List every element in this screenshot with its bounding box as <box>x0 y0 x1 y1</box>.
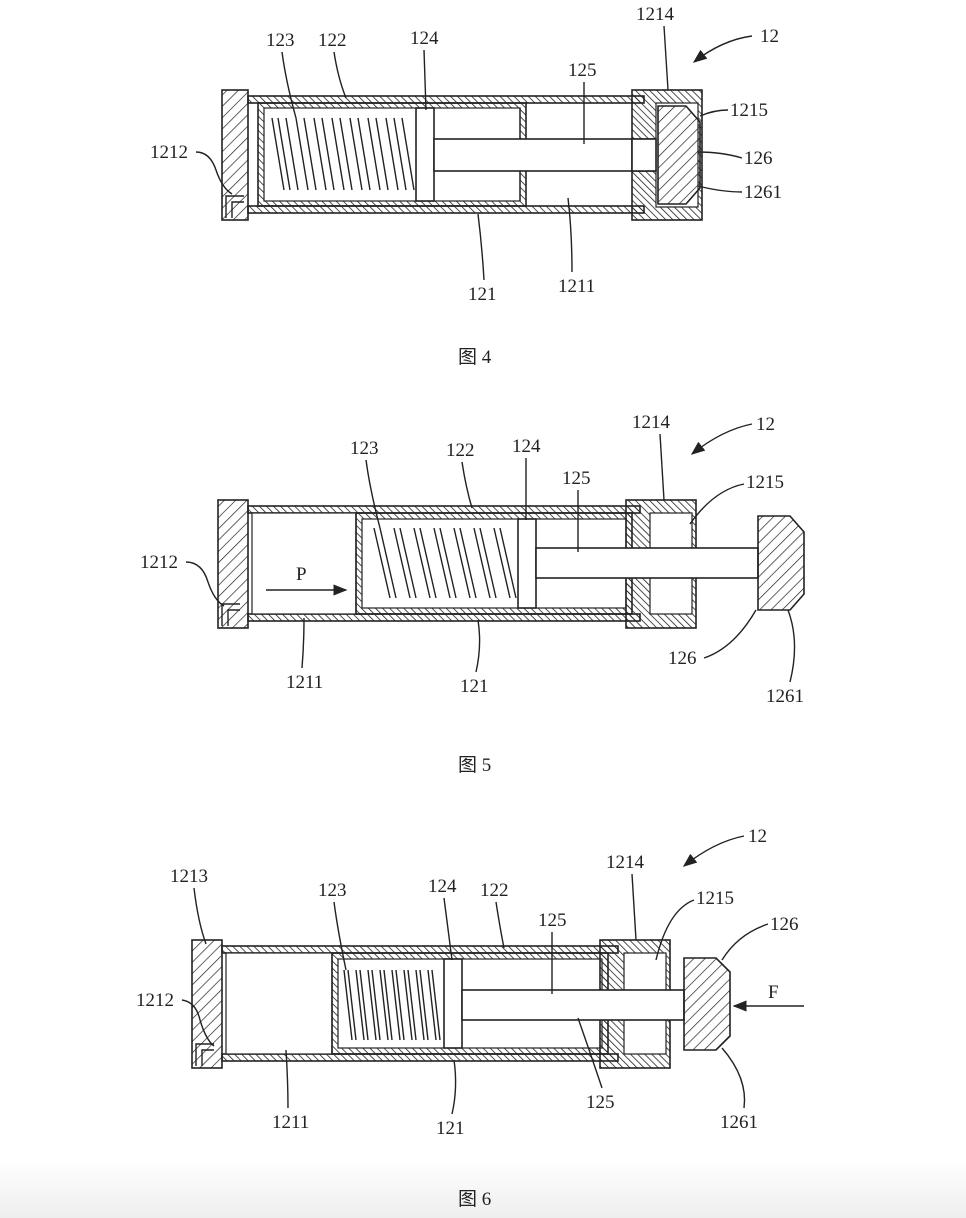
label-front-chamber: 1211 <box>558 276 595 297</box>
label-spring: 123 <box>266 30 295 51</box>
figure-caption: 图 6 <box>458 1189 492 1210</box>
label-head-chamfer: 1261 <box>720 1112 758 1133</box>
label-valve: 1212 <box>150 142 188 163</box>
label-end-sleeve: 1214 <box>606 852 645 873</box>
label-inner-tube: 122 <box>480 880 509 901</box>
valve-1212 <box>225 195 244 218</box>
label-sleeve-cavity: 1215 <box>746 472 784 493</box>
label-assembly: 12 <box>756 414 775 435</box>
label-head: 126 <box>668 648 697 669</box>
label-valve: 1212 <box>136 990 174 1011</box>
rod <box>535 547 759 579</box>
label-front-chamber: 1211 <box>286 672 323 693</box>
rod <box>461 989 685 1021</box>
label-inner-tube: 122 <box>446 440 475 461</box>
figure-6: F 12 1214 1213 123 124 122 125 1215 126 … <box>136 826 804 1139</box>
outer-tube-top-wall <box>221 945 619 954</box>
label-pressure: P <box>296 564 307 585</box>
spring <box>343 969 441 1041</box>
label-end-sleeve: 1214 <box>636 4 675 25</box>
outer-tube-bottom-wall <box>247 613 641 622</box>
label-end-cap: 1213 <box>170 866 208 887</box>
end-cap <box>217 499 249 629</box>
label-outer-tube: 121 <box>468 284 497 305</box>
rod <box>433 138 657 172</box>
label-piston: 124 <box>428 876 457 897</box>
label-rod: 125 <box>568 60 597 81</box>
figure-caption: 图 5 <box>458 755 492 776</box>
page-bottom-shade <box>0 1160 966 1218</box>
front-chamber <box>251 512 357 615</box>
figure-caption: 图 4 <box>458 347 492 368</box>
head <box>757 515 805 611</box>
piston <box>517 518 537 609</box>
outer-tube-top-wall <box>247 505 641 514</box>
label-spring: 123 <box>318 880 347 901</box>
spring <box>271 117 415 191</box>
figure-4: 12 1214 123 122 124 125 1215 126 1261 12… <box>150 4 782 305</box>
label-piston: 124 <box>512 436 541 457</box>
label-assembly: 12 <box>760 26 779 47</box>
valve-1212 <box>195 1043 214 1066</box>
label-head: 126 <box>744 148 773 169</box>
label-inner-tube: 122 <box>318 30 347 51</box>
label-valve: 1212 <box>140 552 178 573</box>
label-outer-tube: 121 <box>460 676 489 697</box>
label-assembly: 12 <box>748 826 767 847</box>
label-head: 126 <box>770 914 799 935</box>
label-rod-lower: 125 <box>586 1092 615 1113</box>
label-rod: 125 <box>562 468 591 489</box>
label-front-chamber: 1211 <box>272 1112 309 1133</box>
label-end-sleeve: 1214 <box>632 412 671 433</box>
piston <box>443 958 463 1049</box>
head <box>657 105 701 205</box>
label-head-chamfer: 1261 <box>766 686 804 707</box>
label-sleeve-cavity: 1215 <box>696 888 734 909</box>
label-force: F <box>768 982 779 1003</box>
figure-5: P 12 1214 123 122 124 125 1215 1212 1211… <box>140 412 805 707</box>
label-sleeve-cavity: 1215 <box>730 100 768 121</box>
label-piston: 124 <box>410 28 439 49</box>
head <box>683 957 731 1051</box>
front-chamber <box>225 952 333 1055</box>
piston <box>415 107 435 202</box>
label-spring: 123 <box>350 438 379 459</box>
outer-tube-bottom-wall <box>221 1053 619 1062</box>
label-outer-tube: 121 <box>436 1118 465 1139</box>
label-rod: 125 <box>538 910 567 931</box>
outer-tube-bottom-wall <box>247 205 645 214</box>
label-head-chamfer: 1261 <box>744 182 782 203</box>
spring <box>373 527 517 599</box>
